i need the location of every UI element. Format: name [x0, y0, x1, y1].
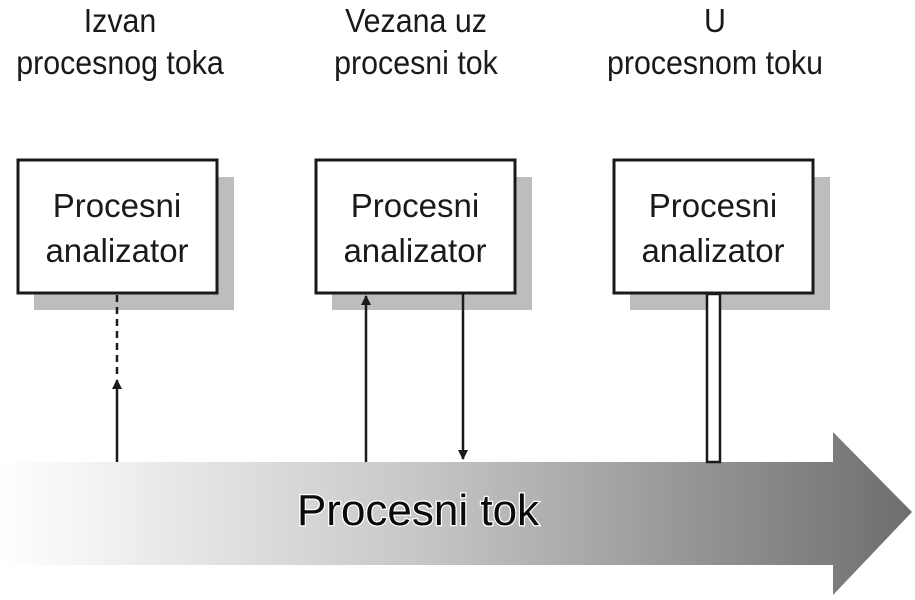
box-label-line: Procesni [351, 187, 479, 224]
process-flow-label: Procesni tok [297, 486, 540, 535]
inline-probe [705, 292, 722, 464]
box-label-line: Procesni [53, 187, 181, 224]
heading-line: procesni tok [334, 44, 498, 81]
process-flow-arrow [0, 432, 912, 595]
box-label-line: analizator [45, 232, 188, 269]
heading-line: Vezana uz [345, 2, 487, 39]
heading-line: U [704, 2, 726, 39]
heading-in-flow: U procesnom toku [577, 0, 853, 84]
analyzer-box-outside [16, 158, 219, 295]
analyzer-box-inline [612, 158, 815, 295]
heading-outside-flow: Izvan procesnog toka [0, 0, 258, 84]
box-label-line: analizator [641, 232, 784, 269]
box-label-line: Procesni [649, 187, 777, 224]
analyzer-box-related [314, 158, 517, 295]
box-label-line: analizator [343, 232, 486, 269]
heading-line: procesnog toka [16, 44, 224, 81]
heading-related-to-flow: Vezana uz procesni tok [278, 0, 554, 84]
heading-line: Izvan [83, 2, 157, 39]
heading-line: procesnom toku [606, 44, 823, 81]
